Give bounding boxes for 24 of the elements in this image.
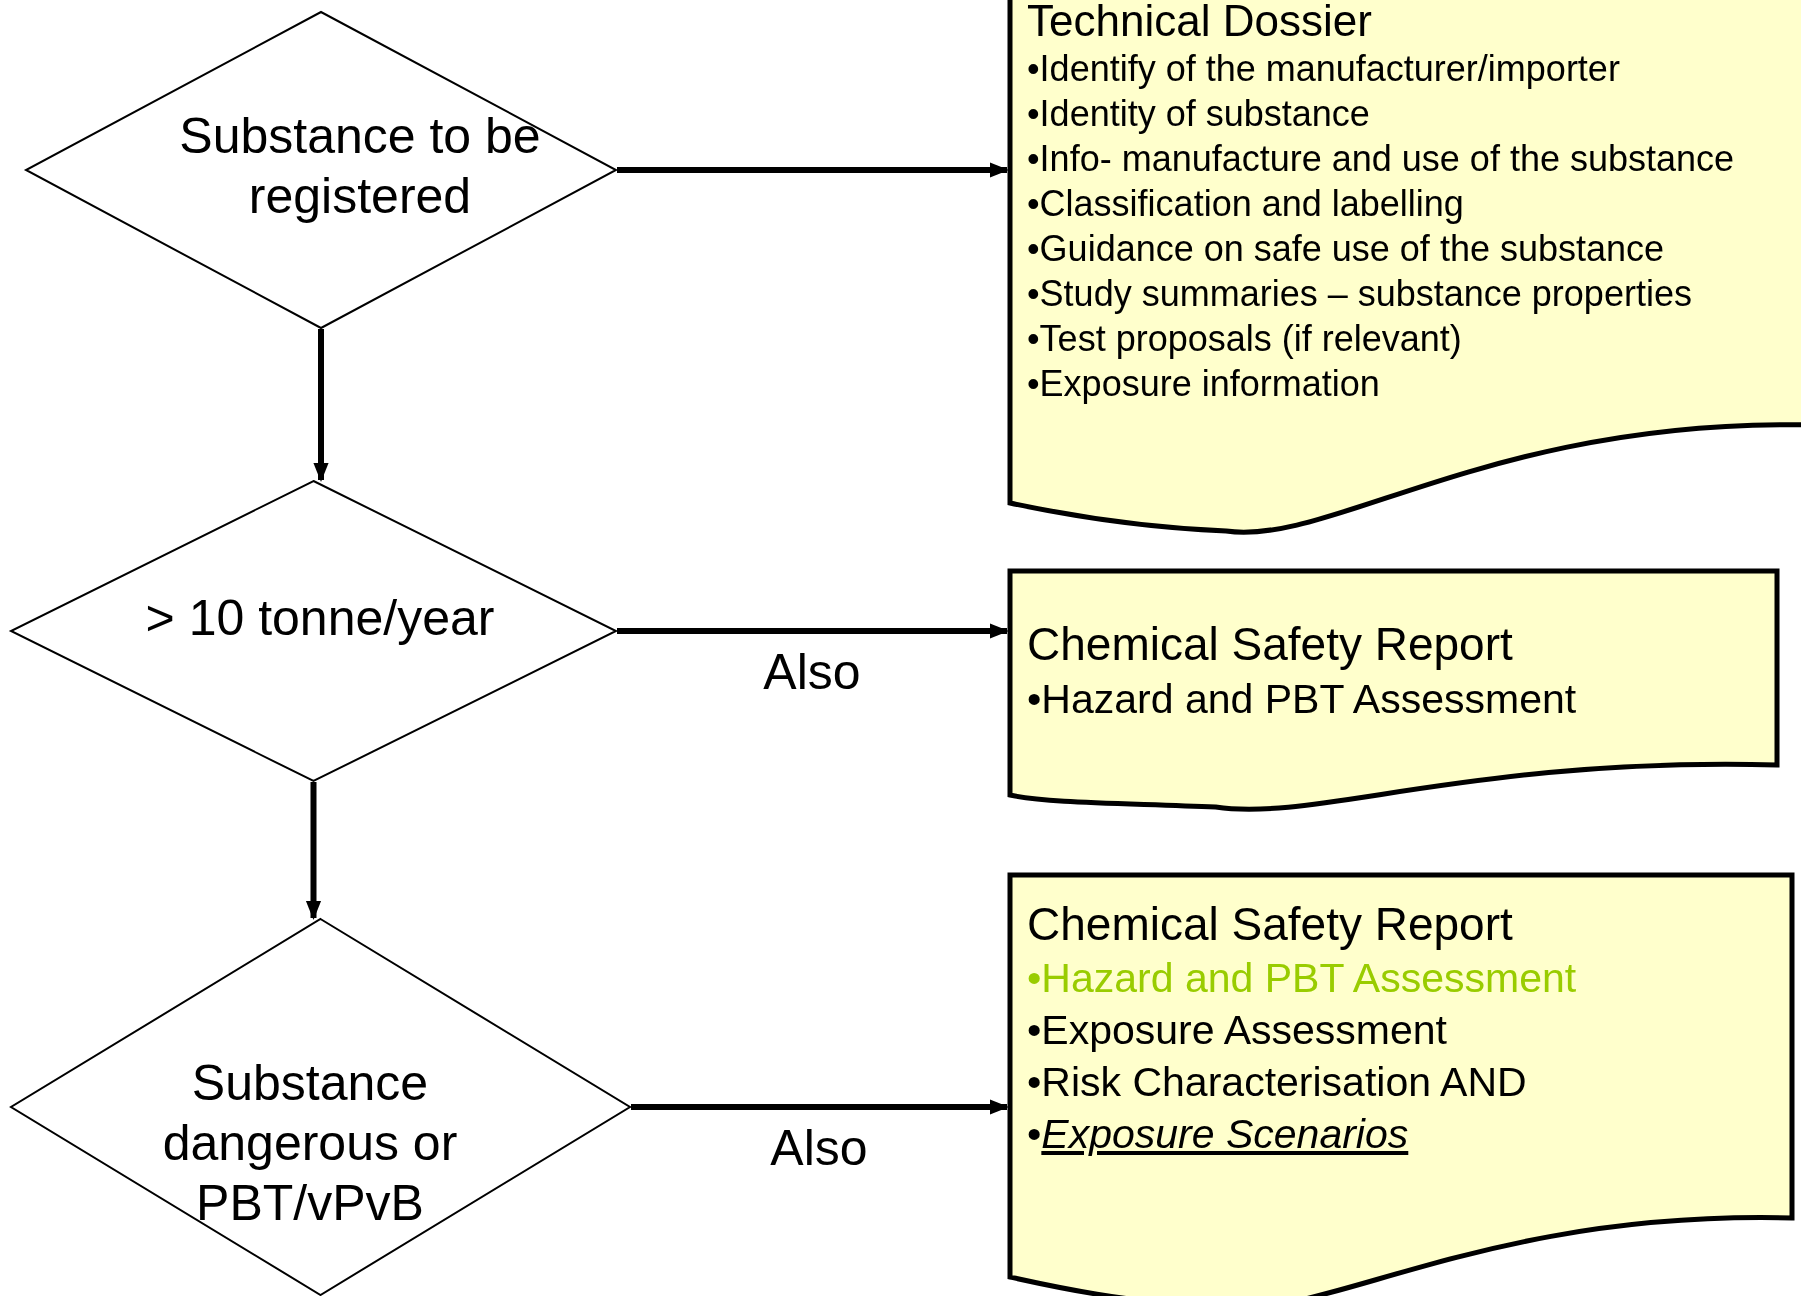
bullet-item: •Hazard and PBT Assessment	[1027, 675, 1577, 724]
bullet-item: •Guidance on safe use of the substance	[1027, 227, 1666, 271]
document-heading: Chemical Safety Report	[1027, 897, 1514, 952]
document-heading: Chemical Safety Report	[1027, 617, 1514, 672]
bullet-item: •Hazard and PBT Assessment	[1027, 954, 1577, 1003]
arrow	[631, 1099, 1009, 1115]
bullet-item: •Identity of substance	[1027, 92, 1371, 136]
arrow	[305, 782, 322, 920]
arrow	[617, 623, 1009, 639]
bullet-item: •Info- manufacture and use of the substance	[1027, 137, 1735, 181]
bullet-item: •Test proposals (if relevant)	[1027, 317, 1463, 361]
arrow	[313, 329, 329, 482]
bullet-item: •Classification and labelling	[1027, 182, 1465, 226]
bullet-item: •Exposure Scenarios	[1027, 1110, 1410, 1159]
bullet-item: •Study summaries – substance properties	[1027, 272, 1693, 316]
bullet-item: •Exposure information	[1027, 362, 1381, 406]
decision-text: Substance to be registered	[178, 107, 542, 226]
arrow	[617, 162, 1009, 178]
decision-text: > 10 tonne/year	[144, 589, 496, 648]
bullet-item: •Exposure Assessment	[1027, 1006, 1448, 1055]
bullet-item: •Risk Characterisation AND	[1027, 1058, 1528, 1107]
bullet-item: •Identify of the manufacturer/importer	[1027, 47, 1621, 91]
document-heading: Technical Dossier	[1027, 0, 1373, 46]
decision-text: Substance dangerous or PBT/vPvB	[161, 1054, 459, 1233]
